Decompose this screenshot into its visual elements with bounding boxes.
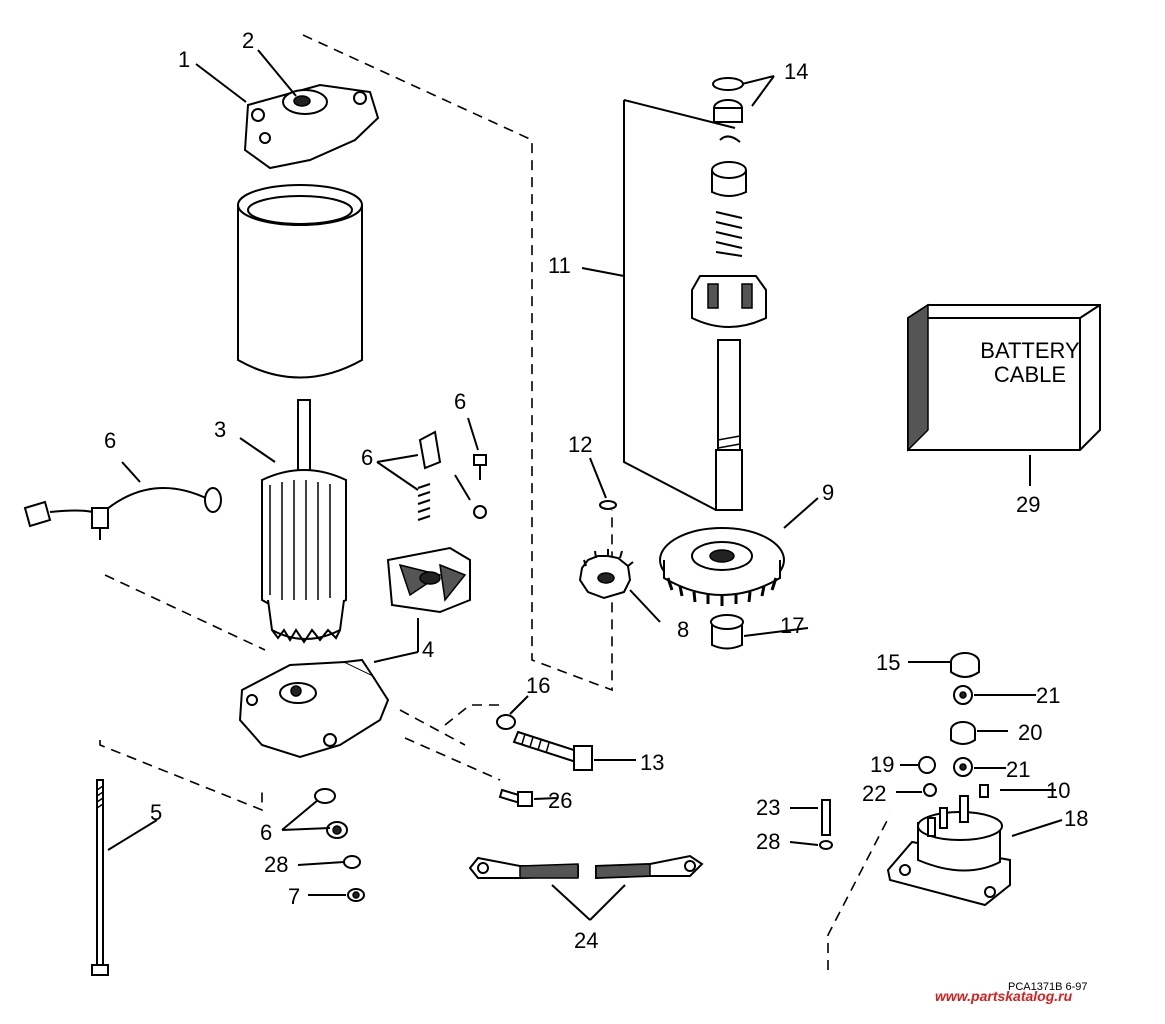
callout-6-nut: 6: [260, 820, 272, 845]
callout-17: 17: [780, 613, 804, 638]
callout-22: 22: [862, 781, 886, 806]
part-18-solenoid: [886, 795, 1011, 907]
callout-12: 12: [568, 432, 592, 457]
part-4-brush-plate: [386, 546, 471, 614]
leader-lines: [107, 49, 1063, 921]
part-16-washer: [496, 714, 516, 730]
brush-spring-set: [417, 430, 487, 521]
watermark: www.partskatalog.ru: [935, 988, 1073, 1004]
callout-11: 11: [548, 253, 571, 278]
battery-cable-box: BATTERY CABLE: [907, 303, 1101, 452]
callout-15: 15: [876, 650, 900, 675]
callout-10: 10: [1046, 778, 1070, 803]
callout-1: 1: [178, 47, 190, 72]
part-5-through-bolt: [91, 779, 109, 976]
drawing-code: PCA1371B 6-97: [1008, 981, 1088, 993]
part-26-screw: [498, 788, 533, 807]
callout-8: 8: [677, 617, 689, 642]
battery-box-line-2: CABLE: [994, 362, 1066, 387]
callout-6-wire: 6: [104, 428, 116, 453]
callout-4: 4: [422, 637, 434, 662]
callout-24: 24: [574, 928, 598, 953]
callout-2: 2: [242, 28, 254, 53]
callout-28-right: 28: [756, 829, 780, 854]
callout-21-upper: 21: [1036, 683, 1060, 708]
part-9-drive-gear: [659, 527, 785, 606]
callout-18: 18: [1064, 806, 1088, 831]
part-24-ground-straps: [468, 854, 704, 880]
callout-6-screw: 6: [454, 389, 466, 414]
callout-6-brush: 6: [361, 445, 373, 470]
part-3-armature: [261, 399, 347, 644]
callout-23: 23: [756, 795, 780, 820]
part-1-end-cap: [243, 83, 380, 170]
callout-21-lower: 21: [1006, 757, 1030, 782]
motor-housing: [237, 184, 363, 379]
callout-3: 3: [214, 417, 226, 442]
lower-end-cap: [238, 658, 390, 759]
part-8-pinion-gear: [578, 549, 634, 600]
solenoid-hardware: [819, 652, 989, 850]
callout-9: 9: [822, 480, 834, 505]
callout-16: 16: [526, 673, 550, 698]
callout-labels: 1 2 3 4 5 6 6 6 6 7 8 9 10 11 12 13 14 1…: [104, 28, 1088, 953]
callout-14: 14: [784, 59, 808, 84]
callout-29: 29: [1016, 492, 1040, 517]
callout-5: 5: [150, 800, 162, 825]
callout-7: 7: [288, 884, 300, 909]
brush-lead-wire: [23, 487, 222, 540]
washer-nut-stack: [314, 788, 365, 902]
callout-20: 20: [1018, 720, 1042, 745]
part-12-ring: [599, 500, 617, 510]
part-17-bushing: [710, 614, 744, 650]
callout-26: 26: [548, 788, 572, 813]
battery-box-line-1: BATTERY: [980, 338, 1080, 363]
part-13-screw: [512, 730, 593, 771]
callout-28-left: 28: [264, 852, 288, 877]
callout-13: 13: [640, 750, 664, 775]
part-11-drive-assembly: [623, 77, 767, 511]
alignment-dashed-lines: [99, 34, 891, 970]
callout-19: 19: [870, 752, 894, 777]
